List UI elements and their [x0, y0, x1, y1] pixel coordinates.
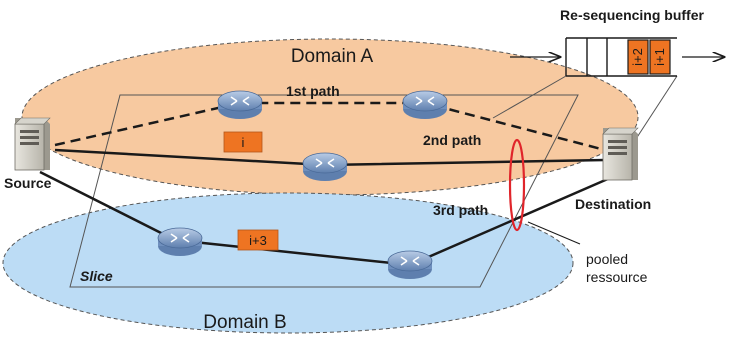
- destination-label: Destination: [575, 196, 651, 212]
- buffer-packet-1: i+2: [630, 48, 645, 66]
- packet-i-label: i: [242, 135, 245, 150]
- buffer-connector-right: [631, 75, 678, 146]
- packet-i: i: [223, 131, 263, 153]
- router-icon: [217, 90, 263, 119]
- buffer-connector-left: [492, 75, 567, 119]
- router-icon: [402, 90, 448, 119]
- router-icon: [302, 152, 348, 181]
- path-3-label: 3rd path: [433, 202, 488, 218]
- router-icon: [387, 250, 433, 279]
- path-1-label: 1st path: [286, 83, 340, 99]
- path-3-line: [39, 170, 611, 267]
- server-icon: [14, 117, 51, 171]
- packet-i-plus-3: i+3: [237, 229, 279, 251]
- buffer-title: Re-sequencing buffer: [560, 7, 704, 23]
- pooled-label-line2: ressource: [586, 269, 648, 285]
- slice-label: Slice: [80, 268, 113, 284]
- resequencing-buffer: i+2 i+1: [565, 37, 677, 77]
- pooled-resource-ring: [508, 138, 526, 232]
- domain-b-label: Domain B: [203, 312, 286, 333]
- domain-a-label: Domain A: [291, 46, 374, 67]
- server-icon: [602, 127, 639, 181]
- path-1-line: [54, 101, 606, 152]
- source-label: Source: [4, 175, 52, 191]
- path-2-label: 2nd path: [423, 132, 481, 148]
- pooled-label-line1: pooled: [586, 251, 628, 267]
- router-icon: [157, 227, 203, 256]
- domain-b-region: [2, 192, 574, 334]
- pooled-resource-pointer: [527, 221, 581, 245]
- packet-i-plus-3-label: i+3: [249, 233, 267, 248]
- buffer-packet-2: i+1: [652, 48, 667, 66]
